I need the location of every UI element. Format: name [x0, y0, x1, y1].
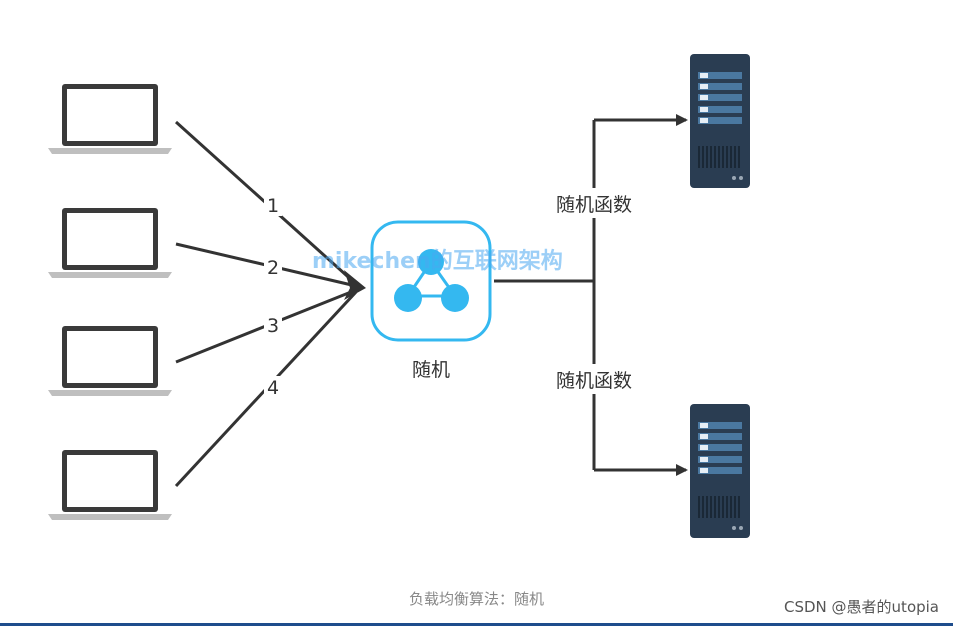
edge-label-2: 2 [267, 257, 279, 279]
csdn-credit: CSDN @愚者的utopia [784, 598, 939, 616]
server-icon [690, 404, 750, 538]
client-laptop-icon [48, 84, 172, 154]
figure-caption: 负载均衡算法：随机 [408, 590, 544, 608]
balancer-label: 随机 [412, 359, 450, 381]
watermark-text: mikechen的互联网架构 [312, 248, 563, 274]
edge-label-1: 1 [267, 195, 279, 217]
client-laptop-icon [48, 450, 172, 520]
bottom-divider [0, 623, 953, 626]
edge-label-4: 4 [267, 377, 279, 399]
function-label-bottom: 随机函数 [556, 370, 632, 392]
server-icon [690, 54, 750, 188]
client-laptop-icon [48, 326, 172, 396]
client-laptop-icon [48, 208, 172, 278]
arrowhead-icon [344, 270, 366, 300]
edge-label-3: 3 [267, 315, 279, 337]
function-label-top: 随机函数 [556, 194, 632, 216]
share-icon [370, 220, 492, 342]
